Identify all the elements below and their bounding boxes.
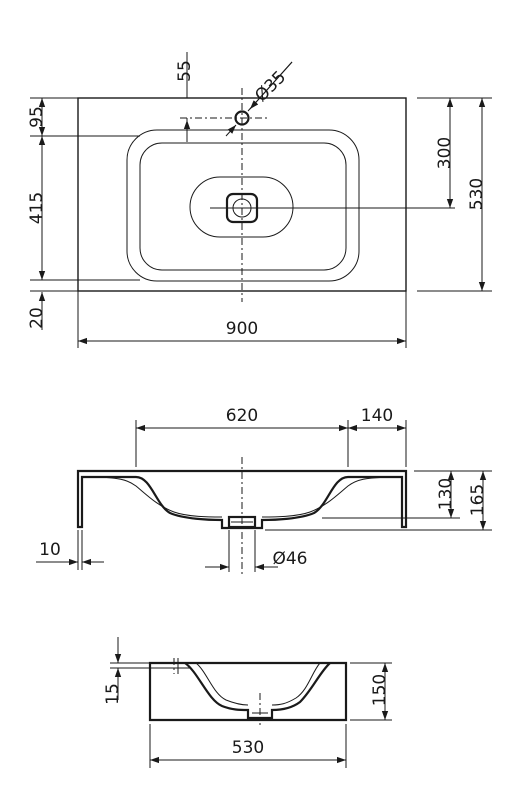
basin-outer-rim [126, 129, 360, 282]
top-view: 55 Ø35 95 415 20 900 300 530 [27, 52, 492, 348]
dim-620-label: 620 [226, 406, 258, 426]
dim-150-label: 150 [370, 674, 390, 706]
dim-dia46-label: Ø46 [272, 549, 307, 569]
dim-415-label: 415 [27, 192, 47, 224]
front-view: 620 140 130 165 10 Ø46 [36, 406, 492, 575]
side-bowl-profile [184, 662, 331, 720]
basin-inner-rim [139, 142, 347, 271]
side-view: 15 150 530 [103, 637, 392, 768]
dim-dia35-arrow-out [249, 61, 293, 110]
dim-130-label: 130 [436, 478, 456, 510]
dim-165-label: 165 [468, 484, 488, 516]
dim-side-530-label: 530 [232, 738, 264, 758]
dim-20-label: 20 [27, 307, 47, 329]
side-profile-outer [148, 661, 348, 722]
dim-900-label: 900 [226, 319, 258, 339]
dim-15-label: 15 [103, 683, 123, 705]
dim-300-label: 300 [435, 137, 455, 169]
dim-10-label: 10 [39, 540, 61, 560]
side-bowl-inner-right [271, 662, 321, 706]
dim-95-label: 95 [27, 106, 47, 128]
dim-530-label: 530 [467, 178, 487, 210]
front-profile-outer [76, 469, 408, 530]
front-bowl-left-inner [85, 476, 223, 518]
dim-55-label: 55 [175, 60, 195, 82]
basin-bottom-flat [189, 176, 294, 238]
side-bowl-inner-left [195, 662, 249, 706]
front-bowl-right-inner [261, 476, 399, 518]
dim-140-label: 140 [361, 406, 393, 426]
dim-dia35-arrow-in [225, 124, 237, 137]
